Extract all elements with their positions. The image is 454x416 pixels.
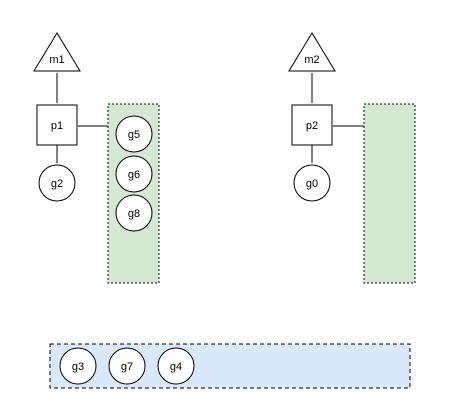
machine-group-2: m2 p2 g0 (288, 32, 416, 284)
goroutine-g2-circle (38, 164, 76, 202)
global-run-queue-group: g3 g7 g4 (49, 343, 411, 389)
machine-group-1: m1 p1 g2 g5 g6 g8 (33, 32, 160, 284)
goroutine-g7-label: g7 (121, 361, 133, 373)
processor-p1-box (36, 104, 78, 146)
goroutine-g7-circle (108, 347, 146, 385)
goroutine-g4-circle (157, 347, 195, 385)
processor-p1-label: p1 (51, 120, 63, 132)
goroutine-g5-label: g5 (128, 129, 140, 141)
goroutine-g8-circle (115, 194, 153, 232)
goroutine-g0-circle (293, 164, 331, 202)
machine-m2-label: m2 (304, 54, 319, 66)
machine-m1-triangle (33, 32, 81, 72)
goroutine-g0-label: g0 (306, 178, 318, 190)
goroutine-g6-circle (115, 155, 153, 193)
machine-m2-triangle (288, 32, 336, 72)
goroutine-g8-label: g8 (128, 208, 140, 220)
processor-p2-box (291, 104, 333, 146)
goroutine-g4-label: g4 (170, 361, 182, 373)
goroutine-g2-label: g2 (51, 178, 63, 190)
goroutine-g6-label: g6 (128, 169, 140, 181)
global-run-queue (49, 343, 411, 389)
local-run-queue-p2 (363, 103, 416, 284)
goroutine-g3-circle (59, 347, 97, 385)
goroutine-g5-circle (115, 115, 153, 153)
goroutine-g3-label: g3 (72, 361, 84, 373)
processor-p2-label: p2 (306, 120, 318, 132)
machine-m1-label: m1 (49, 54, 64, 66)
